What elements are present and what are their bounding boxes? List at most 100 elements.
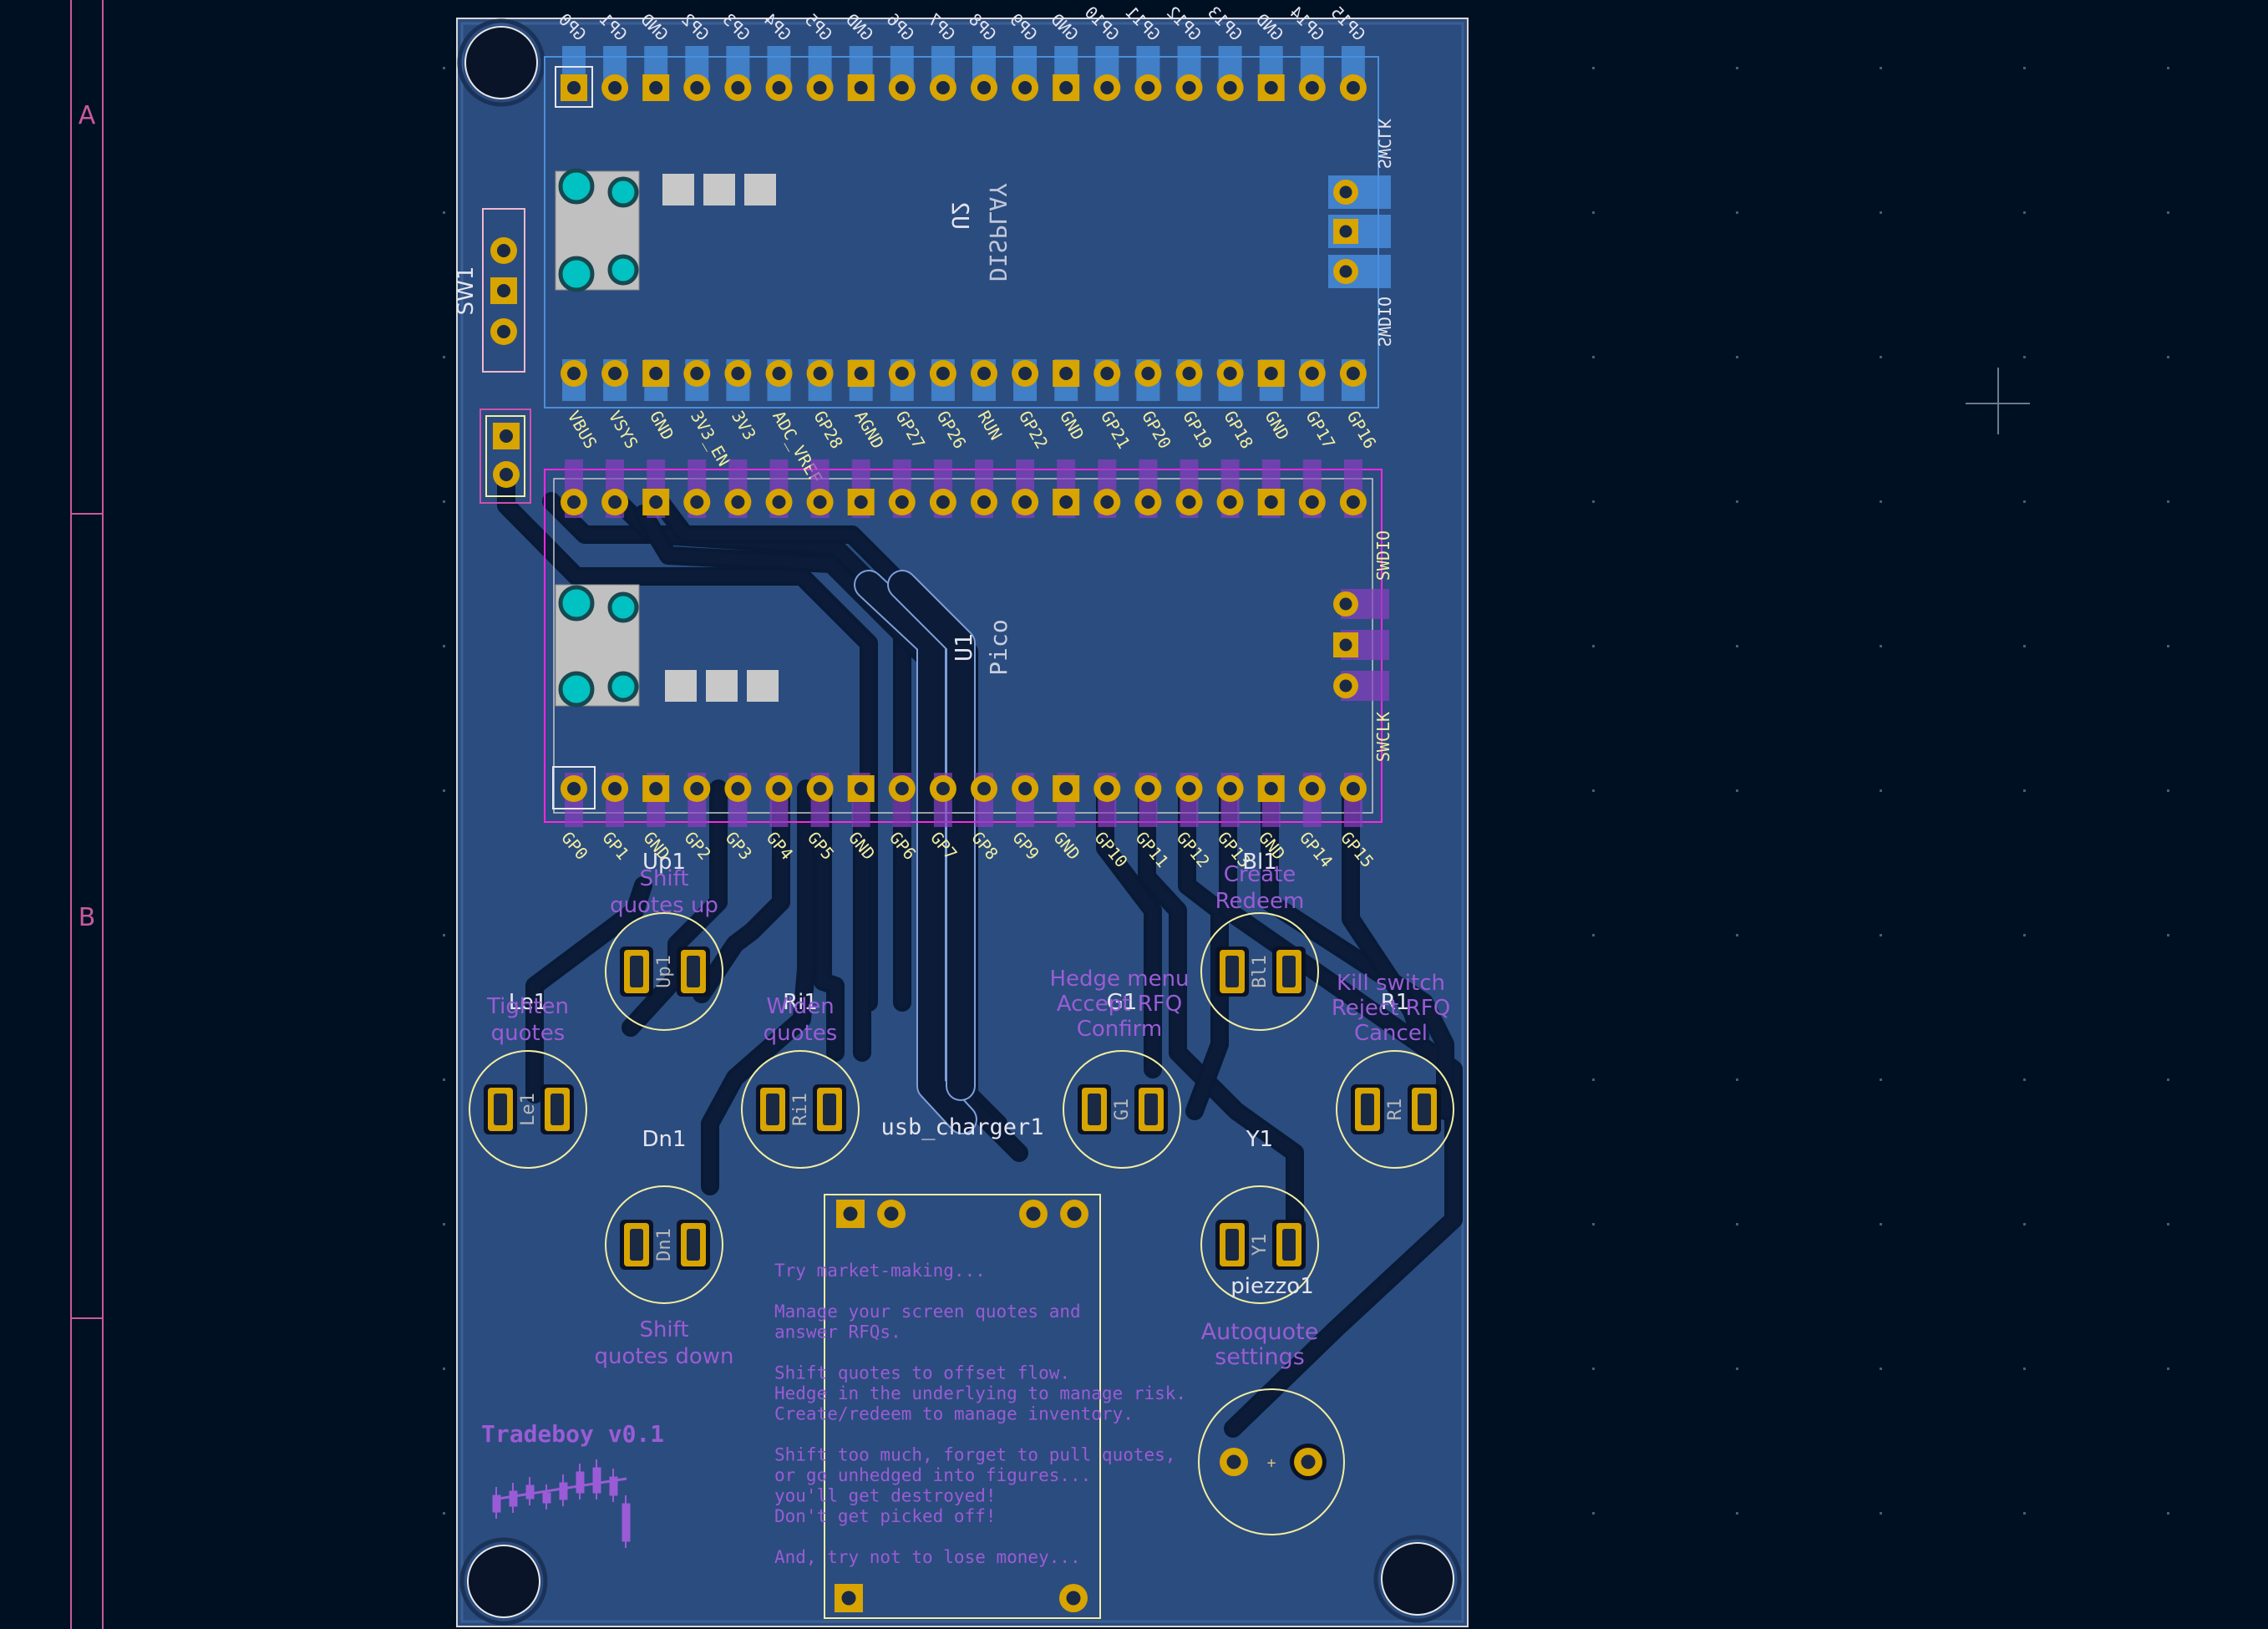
trace <box>817 783 841 1058</box>
grid-dot <box>2167 789 2169 792</box>
button-red-line3: Cancel <box>1354 1021 1428 1046</box>
button-pad-slot <box>1361 1094 1374 1125</box>
drill-hole <box>497 284 510 297</box>
sheet-row-label-b: B <box>79 903 96 932</box>
grid-dot <box>2023 1078 2026 1081</box>
trace <box>1141 783 1301 1251</box>
button-red-line1: Kill switch <box>1337 971 1445 996</box>
grid-dot <box>1880 211 1882 214</box>
button-blue-line2: Redeem <box>1215 889 1305 914</box>
drill-hole <box>884 1206 899 1221</box>
button-ref-label: Dn1 <box>642 1127 686 1152</box>
usb-charger-pads <box>835 1200 1088 1612</box>
piezo-ref-label: piezzo1 <box>1230 1274 1313 1299</box>
grid-dot <box>2023 1512 2026 1515</box>
drill-hole <box>1059 367 1073 380</box>
drill-hole <box>1346 782 1360 795</box>
grid-dot <box>2023 645 2026 647</box>
battery-connector[interactable] <box>479 409 531 504</box>
button-fab-ref: Le1 <box>518 1093 539 1126</box>
drill-hole <box>1018 81 1033 94</box>
piezo-label-line1: Autoquote <box>1201 1319 1319 1345</box>
pin1-marker <box>555 66 593 108</box>
drill-hole <box>1100 495 1114 509</box>
grid-dot <box>2167 211 2169 214</box>
button-outline <box>741 1050 860 1169</box>
drill-hole <box>813 782 827 795</box>
drill-hole <box>895 495 909 509</box>
button-up-line2: quotes up <box>610 893 718 918</box>
button-fab-ref: Y1 <box>1250 1234 1271 1256</box>
grid-dot <box>1736 645 1738 647</box>
button-fab-ref: R1 <box>1385 1099 1406 1121</box>
grid-dot <box>443 1368 445 1370</box>
button-green-line1: Hedge menu <box>1049 967 1189 992</box>
logo-title: Tradeboy v0.1 <box>481 1420 664 1448</box>
drill-hole <box>895 81 909 94</box>
grid-dot <box>443 500 445 503</box>
grid-dot <box>1880 789 1882 792</box>
drill-hole <box>731 782 745 795</box>
button-ref-label: Up1 <box>642 850 686 875</box>
button-pad-slot <box>766 1094 779 1125</box>
grid-dot <box>2167 356 2169 358</box>
button-left-line2: quotes <box>491 1021 566 1046</box>
grid-dot <box>1592 1368 1595 1370</box>
drill-hole <box>854 81 868 94</box>
grid-dot <box>443 356 445 358</box>
candle-body <box>622 1503 631 1542</box>
drill-hole <box>1066 1591 1081 1606</box>
power-trace <box>855 571 976 1133</box>
sw1-footprint[interactable] <box>482 208 525 373</box>
grid-dot <box>2167 67 2169 69</box>
trace <box>1264 783 1451 1117</box>
drill-hole <box>1059 782 1073 795</box>
drill-hole <box>1018 782 1033 795</box>
drill-hole <box>567 367 581 380</box>
button-outline <box>605 1185 723 1304</box>
drill-hole <box>731 81 745 94</box>
drill-hole <box>1223 495 1237 509</box>
drill-hole <box>1141 782 1155 795</box>
drill-hole <box>1141 495 1155 509</box>
drill-hole <box>1305 782 1319 795</box>
drill-hole <box>690 782 704 795</box>
button-ref-label: Y1 <box>1246 1127 1273 1152</box>
grid-dot <box>1880 1078 1882 1081</box>
drill-hole <box>1226 1454 1241 1469</box>
grid-dot <box>1592 1223 1595 1226</box>
grid-dot <box>1880 645 1882 647</box>
trace <box>529 880 649 1100</box>
drill-hole <box>936 81 950 94</box>
piezo-footprint[interactable]: + <box>1198 1388 1345 1535</box>
grid-dot <box>1592 645 1595 647</box>
drill-hole <box>1223 782 1237 795</box>
trace <box>696 783 787 1000</box>
button-ref-label: Ri1 <box>783 990 818 1015</box>
grid-dot <box>443 1078 445 1081</box>
button-pad-slot <box>1418 1094 1431 1125</box>
instructions-line: Hedge in the underlying to manage risk. <box>774 1383 1186 1403</box>
pin1-marker <box>552 766 596 809</box>
drill-hole <box>608 81 622 94</box>
button-fab-ref: G1 <box>1112 1099 1133 1121</box>
usb-charger-footprint[interactable] <box>824 1194 1101 1619</box>
grid-dot <box>443 934 445 936</box>
button-pad-slot <box>687 956 700 987</box>
button-green-line3: Confirm <box>1077 1017 1162 1042</box>
grid-dot <box>1592 1078 1595 1081</box>
grid-dot <box>1592 934 1595 936</box>
pico-value-label: Pico <box>985 619 1012 675</box>
pico-ref-label: U1 <box>950 633 977 662</box>
grid-dot <box>443 211 445 214</box>
drill-hole <box>608 367 622 380</box>
